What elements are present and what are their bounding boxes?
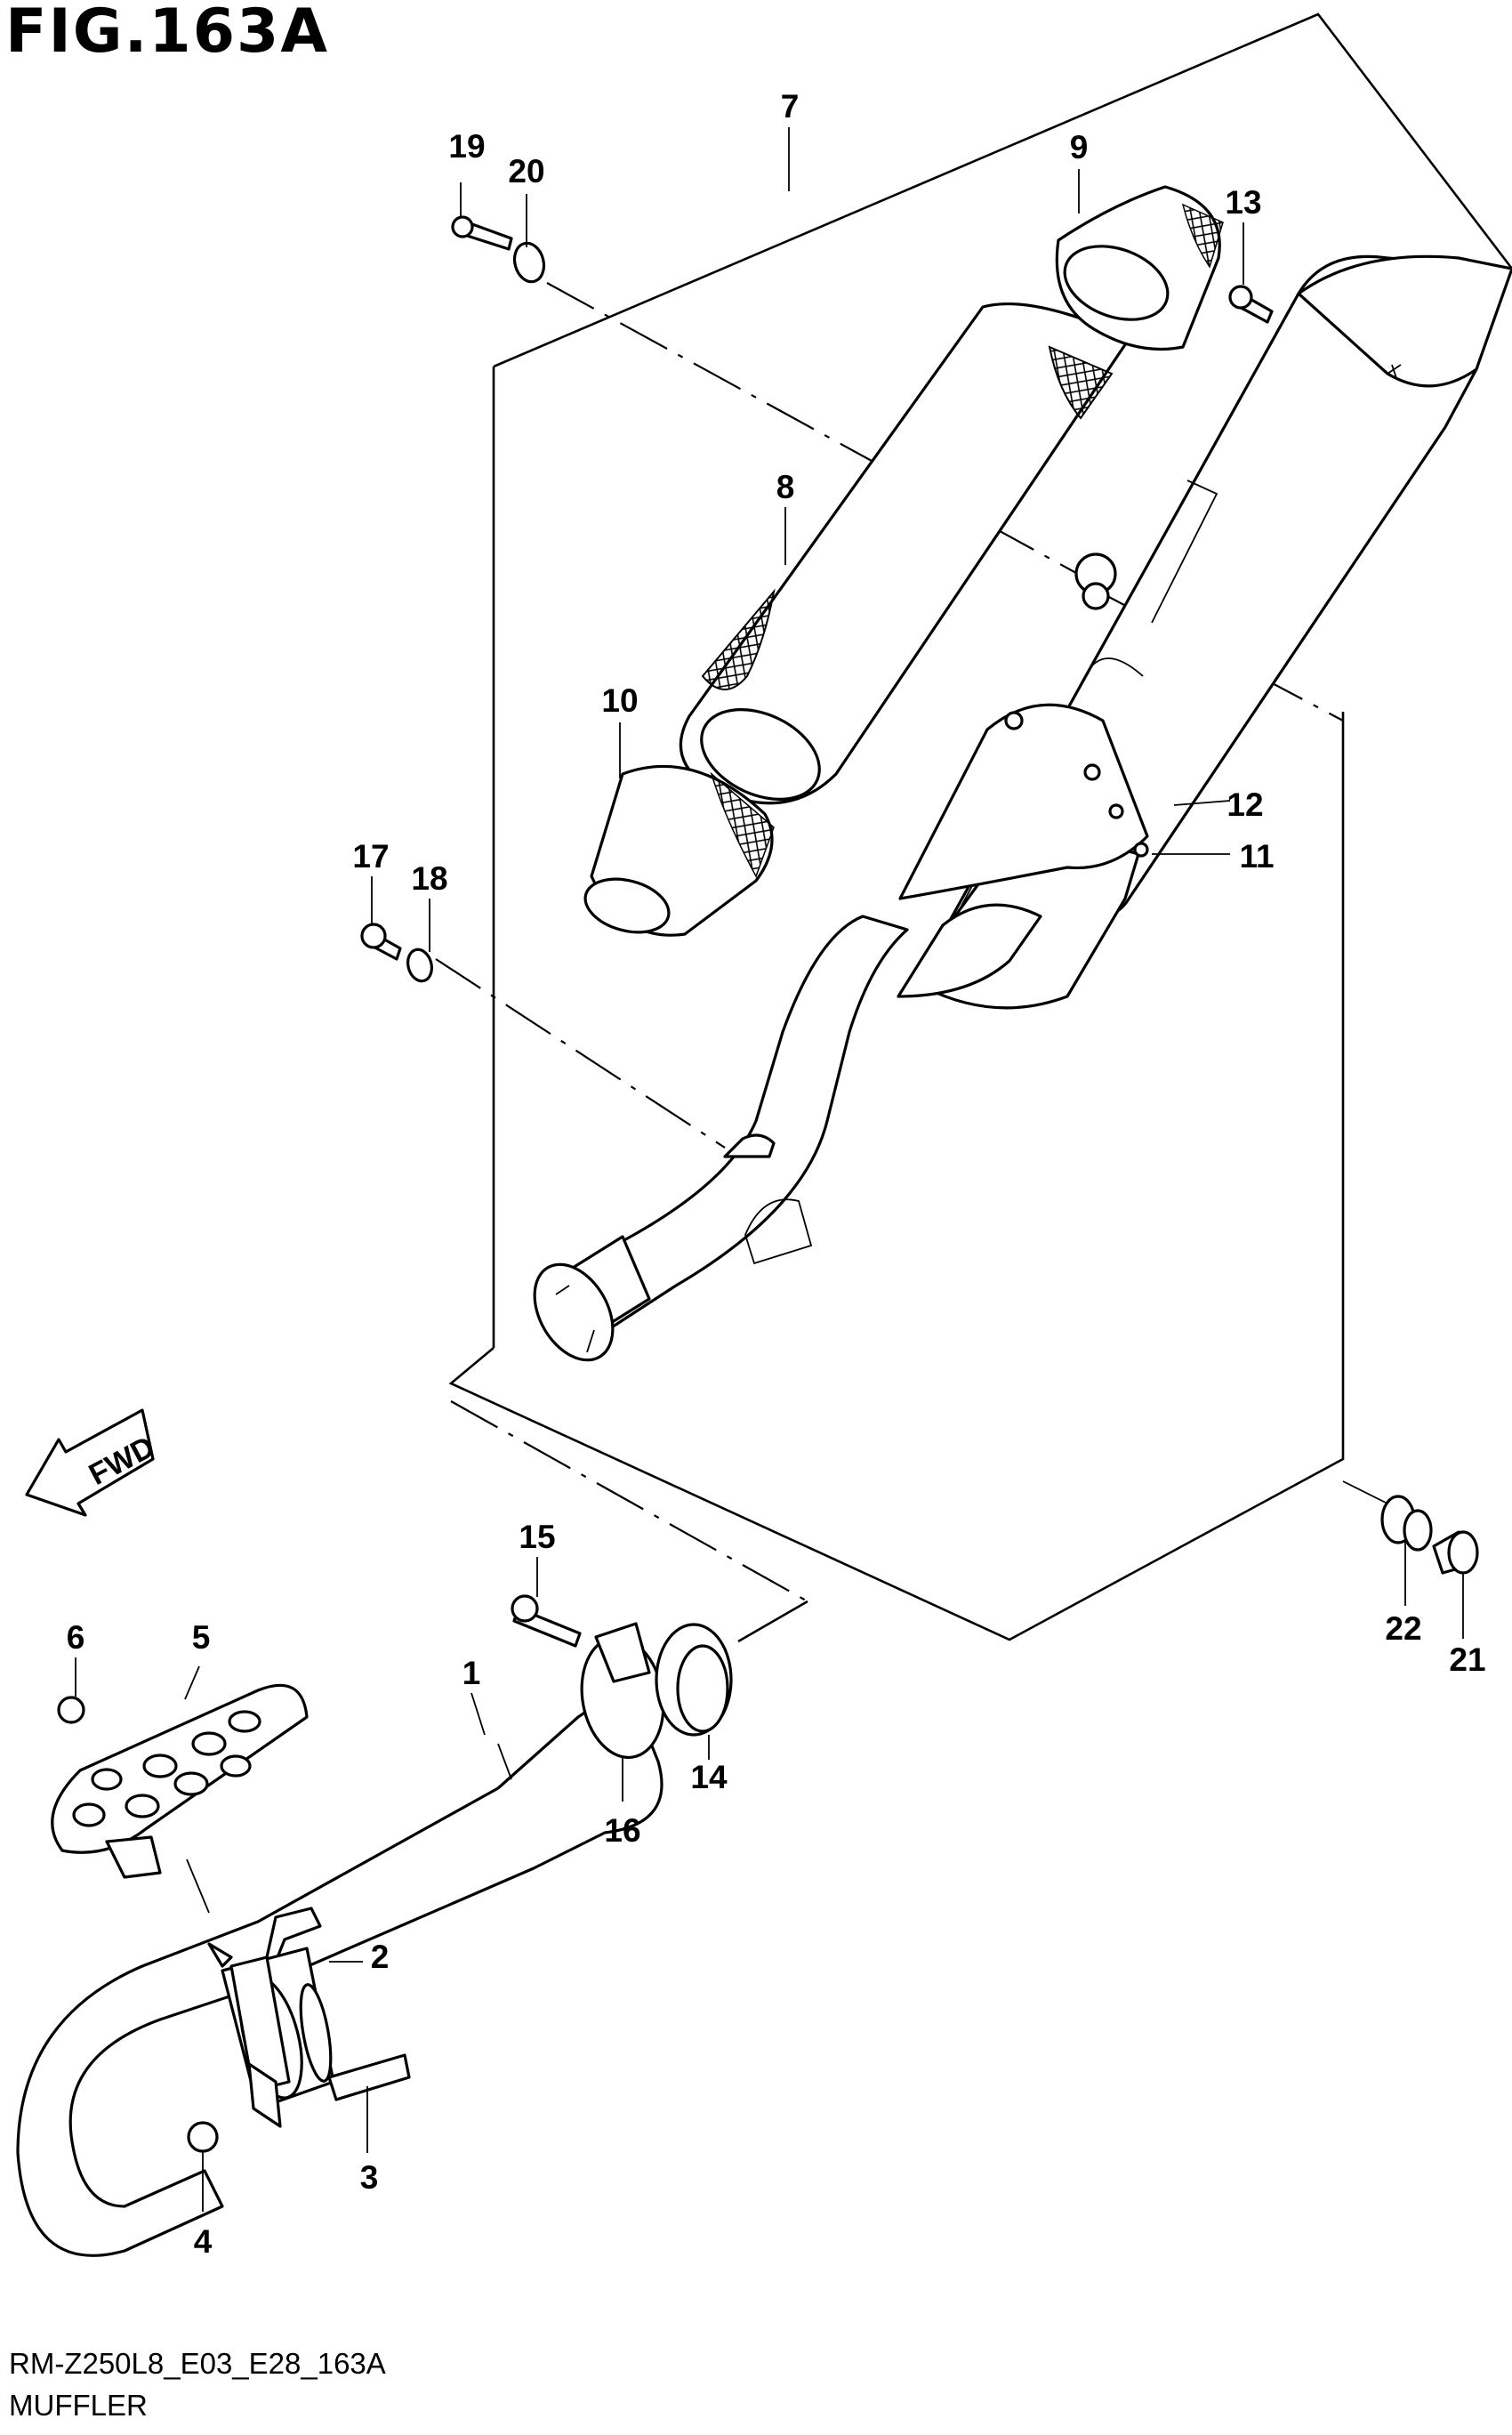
- callout-9: 9: [1070, 129, 1089, 165]
- callout-5: 5: [192, 1619, 211, 1656]
- callout-labels: 1 2 3 4 5 6 7 8 9 10 11 12 13 14 15 16 1…: [67, 88, 1486, 2260]
- callout-8: 8: [776, 469, 795, 505]
- muffler-cover-8: [679, 302, 1131, 805]
- model-code: RM-Z250L8_E03_E28_163A: [9, 2347, 386, 2380]
- figure-title: FIG.163A: [5, 0, 329, 67]
- nut-4: [187, 2121, 219, 2153]
- callout-7: 7: [781, 88, 800, 125]
- callout-2: 2: [371, 1939, 390, 1975]
- muffler-assembly-frame: [448, 12, 1512, 1641]
- clamp-16: [580, 1622, 665, 1760]
- rear-muffler: [897, 254, 1512, 1010]
- bolt-17: [360, 923, 402, 961]
- figure-name: MUFFLER: [9, 2389, 148, 2422]
- callout-3: 3: [360, 2159, 379, 2196]
- fwd-arrow: FWD: [25, 1408, 160, 1517]
- callout-6: 6: [67, 1619, 85, 1656]
- collar-21: [1432, 1530, 1479, 1575]
- washer-20: [512, 241, 546, 284]
- callout-12: 12: [1226, 786, 1263, 823]
- callout-17: 17: [352, 838, 389, 875]
- callout-16: 16: [604, 1812, 640, 1849]
- callout-14: 14: [690, 1759, 728, 1795]
- callout-10: 10: [601, 682, 638, 719]
- bolt-15: [511, 1594, 582, 1648]
- callout-1: 1: [462, 1655, 481, 1691]
- callout-4: 4: [194, 2223, 213, 2260]
- end-cap-10: [583, 764, 775, 937]
- callout-18: 18: [411, 860, 447, 897]
- callout-22: 22: [1385, 1610, 1421, 1647]
- stud-bolt-3: [327, 2053, 411, 2101]
- callout-19: 19: [448, 128, 485, 165]
- callout-20: 20: [508, 153, 544, 189]
- callout-15: 15: [519, 1519, 555, 1555]
- leader-lines: [75, 127, 1464, 2212]
- callout-13: 13: [1225, 184, 1261, 221]
- grommet-22: [1380, 1495, 1433, 1552]
- mid-pipe: [533, 915, 909, 1362]
- bolt-19: [451, 215, 513, 251]
- callout-21: 21: [1449, 1641, 1485, 1678]
- gasket-2: [299, 1983, 333, 2083]
- callout-11: 11: [1239, 838, 1274, 875]
- heat-shield-5: [51, 1683, 309, 1879]
- washer-18: [406, 947, 433, 983]
- nut-6: [57, 1696, 85, 1724]
- end-cap-9: [1055, 185, 1224, 351]
- bolt-13: [1228, 285, 1274, 324]
- gasket-14: [655, 1623, 733, 1737]
